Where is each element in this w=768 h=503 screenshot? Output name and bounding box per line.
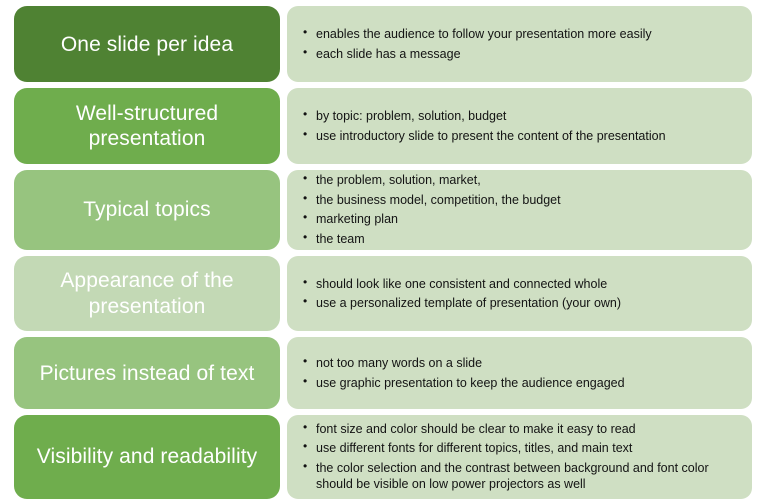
- bullet-item: font size and color should be clear to m…: [303, 420, 738, 438]
- row-label-pictures-instead-of-text[interactable]: Pictures instead of text: [14, 337, 280, 409]
- bullet-list: by topic: problem, solution, budget use …: [303, 107, 738, 145]
- diagram-row: Typical topics the problem, solution, ma…: [14, 169, 752, 250]
- bullet-item: use a personalized template of presentat…: [303, 294, 738, 312]
- bullet-list: the problem, solution, market, the busin…: [303, 171, 738, 248]
- diagram-row: Pictures instead of text not too many wo…: [14, 337, 752, 409]
- bullet-item: the color selection and the contrast bet…: [303, 459, 738, 493]
- diagram-row: One slide per idea enables the audience …: [14, 6, 752, 83]
- bullet-list: not too many words on a slide use graphi…: [303, 354, 738, 392]
- bullet-item: use introductory slide to present the co…: [303, 127, 738, 145]
- row-label-text: One slide per idea: [60, 32, 234, 56]
- bullet-item: should look like one consistent and conn…: [303, 275, 738, 293]
- row-body-visibility-and-readability: font size and color should be clear to m…: [287, 414, 752, 499]
- bullet-item: not too many words on a slide: [303, 354, 738, 372]
- row-label-one-slide-per-idea[interactable]: One slide per idea: [14, 6, 280, 83]
- bullet-list: font size and color should be clear to m…: [303, 420, 738, 493]
- row-label-text: Visibility and readability: [36, 445, 258, 469]
- bullet-item: the team: [303, 230, 738, 248]
- row-body-one-slide-per-idea: enables the audience to follow your pres…: [287, 6, 752, 83]
- bullet-item: each slide has a message: [303, 45, 738, 63]
- bullet-item: use different fonts for different topics…: [303, 440, 738, 457]
- bullet-item: the problem, solution, market,: [303, 171, 738, 189]
- row-label-appearance-of-the-presentation[interactable]: Appearance of the presentation: [14, 255, 280, 332]
- diagram-row: Visibility and readability font size and…: [14, 414, 752, 499]
- row-body-typical-topics: the problem, solution, market, the busin…: [287, 169, 752, 250]
- bullet-item: use graphic presentation to keep the aud…: [303, 374, 738, 392]
- bullet-list: enables the audience to follow your pres…: [303, 25, 738, 63]
- bullet-item: enables the audience to follow your pres…: [303, 25, 738, 43]
- row-label-visibility-and-readability[interactable]: Visibility and readability: [14, 414, 280, 499]
- row-body-appearance-of-the-presentation: should look like one consistent and conn…: [287, 255, 752, 332]
- row-label-text: Typical topics: [83, 198, 211, 222]
- bullet-item: by topic: problem, solution, budget: [303, 107, 738, 125]
- row-label-text: Appearance of the presentation: [60, 269, 234, 318]
- row-label-well-structured-presentation[interactable]: Well-structured presentation: [14, 88, 280, 164]
- row-label-text: Pictures instead of text: [39, 361, 255, 385]
- bullet-item: the business model, competition, the bud…: [303, 191, 738, 209]
- bullet-item: marketing plan: [303, 210, 738, 228]
- row-label-typical-topics[interactable]: Typical topics: [14, 169, 280, 250]
- diagram-row: Appearance of the presentation should lo…: [14, 255, 752, 332]
- diagram-row: Well-structured presentation by topic: p…: [14, 88, 752, 164]
- bullet-list: should look like one consistent and conn…: [303, 275, 738, 312]
- row-label-text: Well-structured presentation: [75, 101, 219, 151]
- row-body-pictures-instead-of-text: not too many words on a slide use graphi…: [287, 337, 752, 409]
- row-body-well-structured-presentation: by topic: problem, solution, budget use …: [287, 88, 752, 164]
